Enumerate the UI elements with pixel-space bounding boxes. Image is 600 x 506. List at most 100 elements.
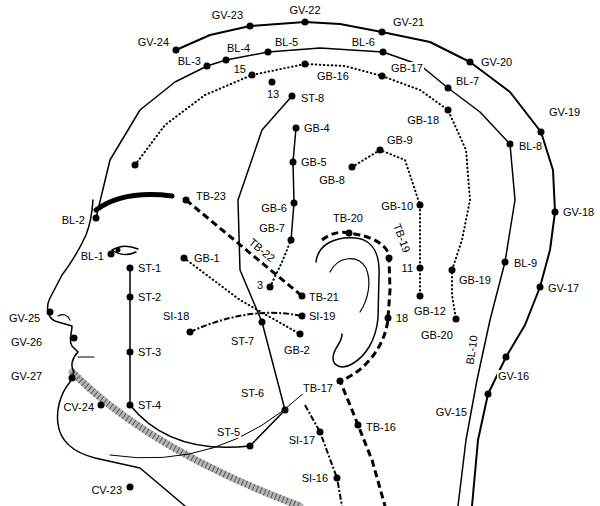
point-label: BL-4 xyxy=(226,42,251,54)
acupoint-dot xyxy=(127,294,134,301)
acupoint-dot xyxy=(453,316,460,323)
point-label: TB-23 xyxy=(195,190,227,202)
point-label: ST-5 xyxy=(216,426,241,438)
point-label: GB-18 xyxy=(406,114,440,126)
point-label: GV-24 xyxy=(137,36,170,48)
point-label: GV-18 xyxy=(562,206,595,218)
acupoint-dot xyxy=(288,237,295,244)
acupoint-dot xyxy=(289,93,296,100)
acupoint-dot xyxy=(337,378,344,385)
acupoint-dot xyxy=(127,402,134,409)
stomach-meridian xyxy=(130,96,292,447)
point-label: GB-6 xyxy=(260,202,288,214)
acupoint-dot xyxy=(299,313,306,320)
point-label: BL-8 xyxy=(518,140,543,152)
point-label: GB-5 xyxy=(300,156,328,168)
point-label: 13 xyxy=(266,88,280,100)
acupoint-dot xyxy=(317,429,324,436)
gallbladder-face-line xyxy=(184,258,300,334)
point-label: GV-25 xyxy=(8,312,41,324)
point-label: 11 xyxy=(401,262,414,274)
acupoint-dot xyxy=(223,57,230,64)
point-label: GV-19 xyxy=(548,106,581,118)
acupoint-dot xyxy=(69,375,76,382)
point-label: BL-10 xyxy=(464,334,480,367)
acupoint-dot xyxy=(302,61,309,68)
ear-inner xyxy=(330,259,369,312)
gallbladder-meridian xyxy=(135,64,470,319)
point-label: GB-7 xyxy=(258,222,286,234)
small-intestine-face-line xyxy=(190,313,302,332)
acupoint-dot xyxy=(181,255,188,262)
point-label: GV-15 xyxy=(435,406,468,418)
point-label: GB-20 xyxy=(420,329,454,341)
acupoint-dot xyxy=(379,29,386,36)
point-label: TB-19 xyxy=(391,221,413,255)
acupoint-dot xyxy=(247,23,254,30)
point-label: GV-16 xyxy=(497,370,530,382)
point-label: GV-21 xyxy=(392,16,425,28)
acupoint-dot xyxy=(249,72,256,79)
eye xyxy=(112,246,138,254)
acupoint-dot xyxy=(98,402,105,409)
point-label: GB-4 xyxy=(303,122,331,134)
acupoint-dot xyxy=(346,230,353,237)
point-label: GV-20 xyxy=(480,56,513,68)
acupoint-dot xyxy=(552,209,559,216)
point-label: CV-23 xyxy=(90,484,123,496)
acupoint-dot xyxy=(445,107,452,114)
acupoint-dot xyxy=(247,443,254,450)
point-label: GB-9 xyxy=(386,134,414,146)
point-label: SI-18 xyxy=(162,310,190,322)
point-label: BL-7 xyxy=(455,75,480,87)
acupoint-dot xyxy=(93,215,100,222)
acupoint-dot xyxy=(355,422,362,429)
acupoint-dot xyxy=(385,315,392,322)
point-label: TB-22 xyxy=(246,235,278,265)
acupoint-dot xyxy=(47,309,54,316)
acupoint-dot xyxy=(302,19,309,26)
point-label: GB-8 xyxy=(318,174,346,186)
point-label: GB-12 xyxy=(413,305,447,317)
acupoint-dot xyxy=(293,125,300,132)
acupoint-dot xyxy=(297,331,304,338)
point-label: BL-6 xyxy=(351,36,376,48)
acupoint-dot xyxy=(132,162,139,169)
point-label: GB-19 xyxy=(458,274,492,286)
acupoint-dot xyxy=(417,265,424,272)
point-label: BL-1 xyxy=(80,250,105,262)
pupil xyxy=(116,248,121,253)
gallbladder-temple-line xyxy=(291,128,296,240)
acupoint-dot xyxy=(299,293,306,300)
point-label: SI-19 xyxy=(308,310,336,322)
point-label: ST-6 xyxy=(240,387,265,399)
acupoint-dot xyxy=(467,59,474,66)
conception-band xyxy=(72,372,300,506)
mouth xyxy=(78,356,94,357)
jaw-line xyxy=(110,392,305,458)
point-label: GV-23 xyxy=(211,9,244,21)
point-label: TB-17 xyxy=(302,382,334,394)
acupoint-dot xyxy=(267,284,274,291)
acupoint-dot xyxy=(538,129,545,136)
triple-burner-face-line xyxy=(186,200,302,296)
acupoint-dot xyxy=(417,202,424,209)
acupoint-dot xyxy=(445,85,452,92)
point-label: 3 xyxy=(256,279,264,291)
face-outline xyxy=(48,200,185,506)
nostril xyxy=(58,315,70,320)
acupoint-dot xyxy=(449,267,456,274)
point-label: TB-16 xyxy=(365,421,397,433)
point-label: ST-2 xyxy=(137,291,162,303)
acupoint-dot xyxy=(269,79,276,86)
point-label: ST-3 xyxy=(137,346,162,358)
point-label: ST-7 xyxy=(230,335,255,347)
acupoint-dot xyxy=(71,335,78,342)
acupoint-dot xyxy=(502,259,509,266)
acupoint-dot xyxy=(183,197,190,204)
acupoint-dot xyxy=(386,255,393,262)
acupoint-dot xyxy=(291,200,298,207)
point-label: ST-8 xyxy=(300,92,325,104)
